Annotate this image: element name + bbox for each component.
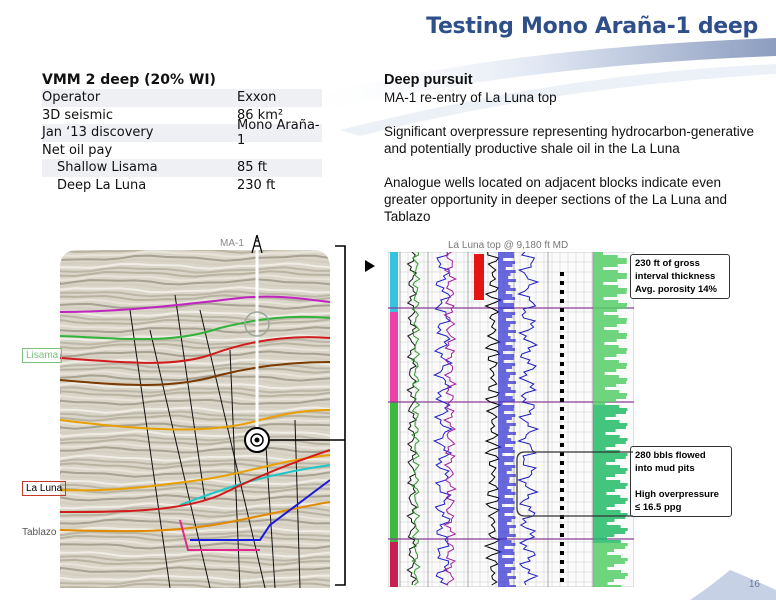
deep-pursuit-heading: Deep pursuit	[384, 72, 473, 88]
wi-row-deep-la-luna: Deep La Luna 230 ft	[42, 177, 322, 195]
seismic-section	[60, 250, 330, 588]
deep-pursuit-para2: Significant overpressure representing hy…	[384, 124, 754, 156]
wi-row-seismic: 3D seismic 86 km²	[42, 107, 322, 125]
wi-value: Exxon	[237, 90, 277, 106]
deep-pursuit-line1: MA-1 re-entry of La Luna top	[384, 90, 557, 105]
callout-line: 230 ft of gross	[635, 258, 700, 269]
overpressure-callout: 280 bbls flowed into mud pits High overp…	[630, 446, 732, 517]
ma1-well-label: MA-1	[220, 238, 244, 249]
la-luna-top-label: La Luna top @ 9,180 ft MD	[448, 240, 569, 251]
wi-value: 230 ft	[237, 177, 276, 193]
derrick-icon	[251, 234, 263, 254]
wi-value: Mono Araña-1	[237, 117, 320, 148]
lisama-label: Lisama	[22, 348, 63, 363]
well-log-panel	[388, 252, 634, 587]
callout-line: ≤ 16.5 ppg	[635, 502, 682, 513]
wi-row-shallow-lisama: Shallow Lisama 85 ft	[42, 159, 322, 177]
wi-row-net-oil-pay: Net oil pay	[42, 142, 322, 160]
slide-title: Testing Mono Araña-1 deep	[426, 14, 758, 39]
callout-line: interval thickness	[635, 271, 716, 282]
wi-label: Operator	[42, 90, 101, 106]
wi-label: Shallow Lisama	[57, 160, 158, 176]
connector-bracket	[269, 245, 375, 586]
working-interest-table: VMM 2 deep (20% WI) Operator Exxon 3D se…	[42, 72, 322, 194]
thickness-callout: 230 ft of gross interval thickness Avg. …	[630, 254, 730, 299]
wi-value: 86 km²	[237, 107, 284, 123]
deep-pursuit-text: Deep pursuit MA-1 re-entry of La Luna to…	[384, 72, 764, 225]
wi-row-discovery: Jan ‘13 discovery Mono Araña-1	[42, 118, 322, 148]
wi-label: Jan ‘13 discovery	[42, 125, 154, 141]
wi-table-heading: VMM 2 deep (20% WI)	[42, 72, 216, 88]
page-number: 16	[748, 579, 760, 590]
la-luna-label: La Luna	[22, 481, 67, 496]
wi-label: Net oil pay	[42, 142, 113, 158]
tablazo-label: Tablazo	[22, 527, 57, 538]
deep-pursuit-para3: Analogue wells located on adjacent block…	[384, 175, 727, 224]
wi-row-operator: Operator Exxon	[42, 89, 322, 107]
wi-label: Deep La Luna	[57, 177, 147, 193]
callout-line: High overpressure	[635, 489, 719, 500]
interval-bracket	[516, 451, 633, 517]
callout-line: Avg. porosity 14%	[635, 284, 718, 295]
wi-value: 85 ft	[237, 160, 268, 176]
wi-label: 3D seismic	[42, 107, 113, 123]
callout-line: 280 bbls flowed	[635, 450, 706, 461]
callout-line: into mud pits	[635, 463, 695, 474]
